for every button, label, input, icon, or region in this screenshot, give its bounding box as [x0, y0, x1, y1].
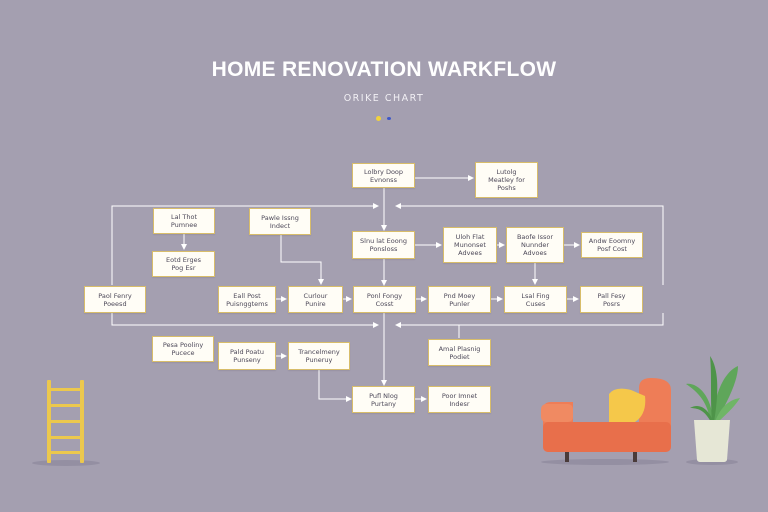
accent-dot-blue	[387, 117, 391, 120]
sofa-icon	[541, 378, 671, 465]
ladder-icon	[32, 380, 100, 466]
flow-node[interactable]: Ponl Fongy Cosst	[353, 286, 416, 313]
flow-node[interactable]: Baofe Issor Nunnder Advoes	[506, 227, 564, 263]
flow-node[interactable]: Amal Plasnig Podiet	[428, 339, 491, 366]
flow-node[interactable]: Pall Fesy Posrs	[580, 286, 643, 313]
edge-n4-n12	[280, 235, 324, 285]
flow-node[interactable]: Poor Imnet Indesr	[428, 386, 491, 413]
flow-node[interactable]: Curlour Punire	[288, 286, 343, 313]
page-title: HOME RENOVATION WARKFLOW	[211, 58, 557, 81]
edge-n10-loop-top-left	[111, 203, 379, 285]
flow-node[interactable]: Eotd Erges Pog Esr	[152, 251, 215, 277]
flow-node[interactable]: Pnd Moey Punler	[428, 286, 491, 313]
flow-node[interactable]: Pesa Pooliny Pucece	[152, 336, 214, 362]
flow-node[interactable]: Paol Fenry Poeesd	[84, 286, 146, 313]
flow-node[interactable]: Pawle Issng Indect	[249, 208, 311, 235]
flow-node[interactable]: Andw Eoomny Posf Cost	[581, 232, 643, 258]
flow-node[interactable]: Lsal Fing Cuses	[504, 286, 567, 313]
flow-node[interactable]: Uloh Flat Munonset Advees	[443, 227, 497, 263]
plant-icon	[686, 356, 740, 465]
edge-n16-loop-bottom-right	[395, 313, 664, 328]
accent-dot-yellow	[376, 116, 381, 121]
flow-node[interactable]: Pald Poatu Punseny	[218, 342, 276, 370]
flow-node[interactable]: Lutolg Meatley for Poshs	[475, 162, 538, 198]
flow-node[interactable]: Lal Thot Pumnee	[153, 208, 215, 234]
flow-node[interactable]: Slnu lat Eoong Ponsloss	[352, 231, 415, 259]
edge-n10-loop-bottom-left	[111, 313, 379, 328]
flow-node[interactable]: Trancelmeny Puneruy	[288, 342, 350, 370]
edge-n16-loop-top-right	[395, 203, 664, 285]
flow-node[interactable]: Lolbry Doop Evnonss	[352, 163, 415, 188]
flow-node[interactable]: Pufl Nlog Purtany	[352, 386, 415, 413]
flow-node[interactable]: Eall Post Puisnggtems	[218, 286, 276, 313]
edge-n20-n21	[318, 370, 352, 402]
page-subtitle: ORIKE CHART	[343, 93, 425, 104]
